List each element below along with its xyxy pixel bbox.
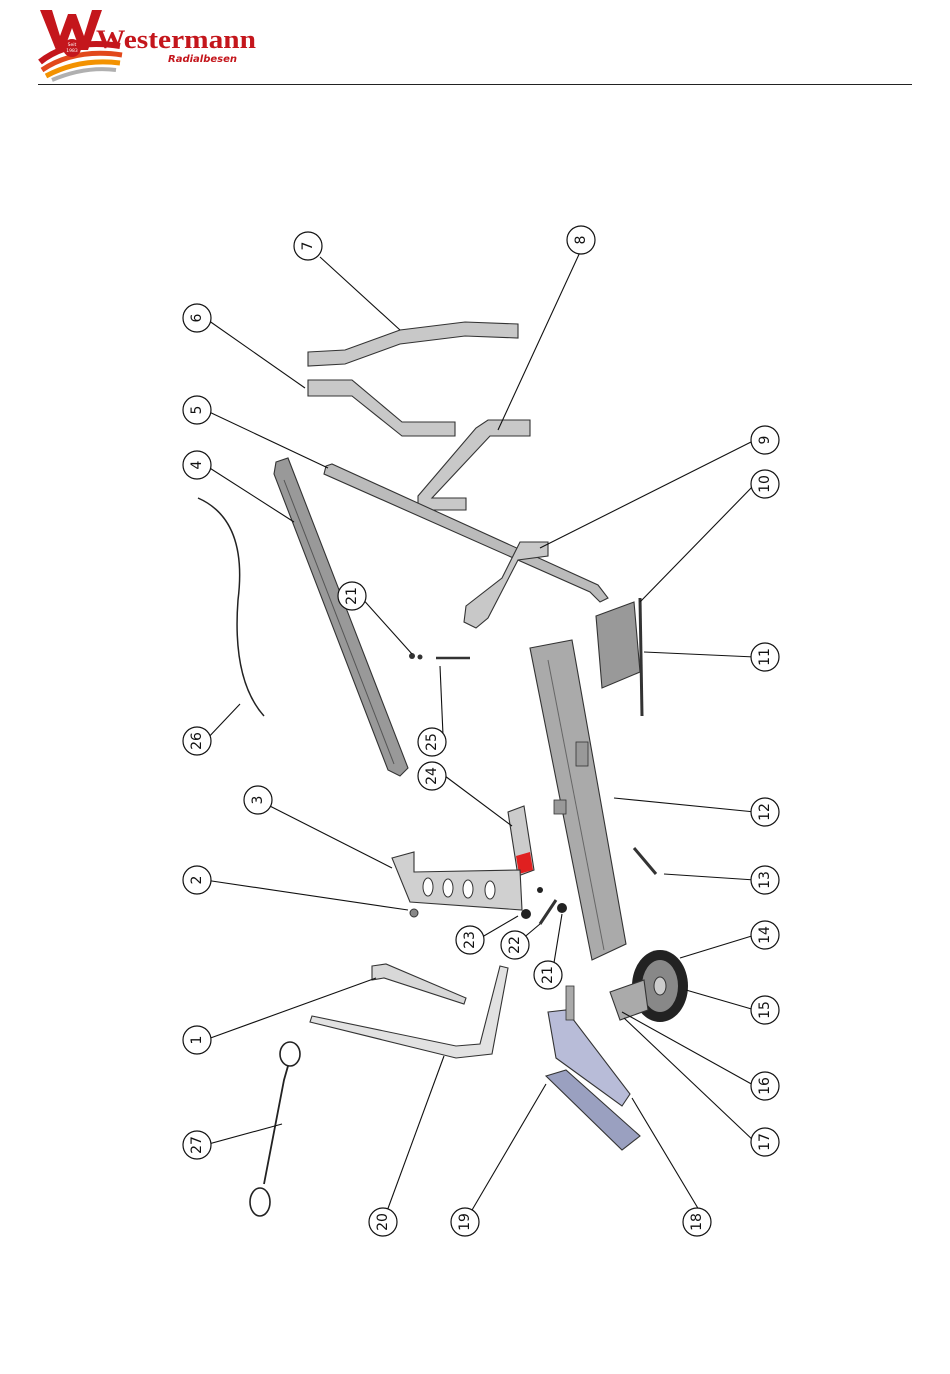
callout-18: 18	[683, 1208, 711, 1236]
part-7-bracket	[308, 322, 518, 366]
svg-text:12: 12	[757, 803, 773, 821]
svg-text:6: 6	[189, 313, 205, 322]
part-4-frame-beam	[274, 458, 408, 776]
part-21-nut-lower	[557, 903, 567, 913]
svg-text:8: 8	[573, 236, 589, 245]
callout-6: 6	[183, 304, 211, 332]
callout-22: 22	[501, 931, 529, 959]
part-21-nut-lower-b	[537, 887, 543, 893]
part-22-pin	[540, 900, 556, 924]
svg-text:3: 3	[250, 796, 266, 805]
svg-text:4: 4	[189, 460, 205, 469]
svg-text:16: 16	[757, 1077, 773, 1095]
callout-16: 16	[751, 1072, 779, 1100]
svg-text:13: 13	[757, 871, 773, 889]
callout-2: 2	[183, 866, 211, 894]
part-21-nut-upper	[409, 653, 423, 660]
part-11-rod	[640, 598, 642, 716]
part-5-rod	[324, 464, 608, 602]
callout-21-lower: 21	[534, 961, 562, 989]
part-23-washer	[521, 909, 531, 919]
part-10-plate	[596, 602, 640, 688]
svg-text:18: 18	[689, 1213, 705, 1231]
svg-text:27: 27	[189, 1136, 205, 1154]
callout-25: 25	[418, 728, 446, 756]
leader-lines	[205, 250, 755, 1222]
callout-11: 11	[751, 643, 779, 671]
svg-text:14: 14	[757, 926, 773, 944]
svg-text:23: 23	[462, 931, 478, 949]
svg-text:10: 10	[757, 475, 773, 493]
svg-text:5: 5	[189, 406, 205, 415]
svg-text:11: 11	[757, 648, 773, 666]
part-24-shock-absorber	[508, 806, 534, 876]
part-3-perforated-plate	[392, 852, 522, 910]
svg-text:9: 9	[757, 436, 773, 445]
part-6-bracket	[308, 380, 455, 436]
svg-text:25: 25	[424, 733, 440, 751]
callout-13: 13	[751, 866, 779, 894]
svg-text:24: 24	[424, 767, 440, 785]
svg-text:1: 1	[189, 1036, 205, 1045]
part-16-17-wheel-bracket	[610, 980, 648, 1020]
callout-3: 3	[244, 786, 272, 814]
callout-21-upper: 21	[338, 582, 366, 610]
callout-8: 8	[567, 226, 595, 254]
callout-15: 15	[751, 996, 779, 1024]
svg-text:7: 7	[300, 242, 316, 251]
callout-14: 14	[751, 921, 779, 949]
part-13-bolt	[634, 848, 656, 874]
part-12-main-frame	[530, 640, 626, 960]
callout-4: 4	[183, 451, 211, 479]
callout-12: 12	[751, 798, 779, 826]
callout-5: 5	[183, 396, 211, 424]
callout-26: 26	[183, 727, 211, 755]
part-26-cable	[198, 498, 264, 716]
svg-text:15: 15	[757, 1001, 773, 1019]
part-1-lever	[372, 964, 466, 1004]
svg-text:21: 21	[540, 966, 556, 984]
callout-10: 10	[751, 470, 779, 498]
callout-19: 19	[451, 1208, 479, 1236]
svg-text:2: 2	[189, 876, 205, 885]
callout-9: 9	[751, 426, 779, 454]
callout-1: 1	[183, 1026, 211, 1054]
svg-text:22: 22	[507, 936, 523, 954]
part-2-bolt	[410, 909, 418, 917]
svg-text:20: 20	[375, 1213, 391, 1231]
callout-20: 20	[369, 1208, 397, 1236]
svg-text:19: 19	[457, 1213, 473, 1231]
part-27-loop-cable	[250, 1042, 300, 1216]
svg-text:21: 21	[344, 587, 360, 605]
callout-7: 7	[294, 232, 322, 260]
svg-text:26: 26	[189, 732, 205, 750]
callout-24: 24	[418, 762, 446, 790]
svg-text:17: 17	[757, 1133, 773, 1151]
callout-27: 27	[183, 1131, 211, 1159]
callout-23: 23	[456, 926, 484, 954]
callout-17: 17	[751, 1128, 779, 1156]
